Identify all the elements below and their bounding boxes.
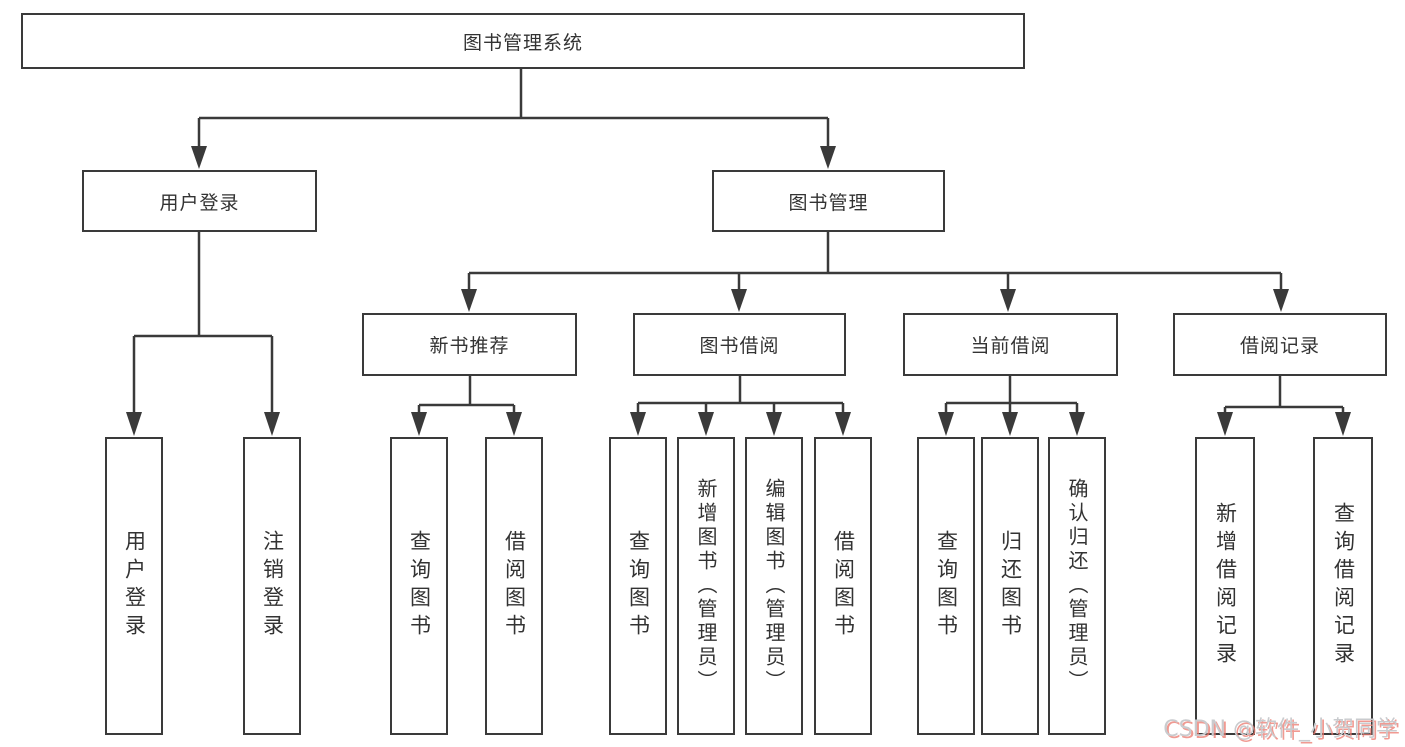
- node-label: 图书管理: [788, 191, 869, 214]
- node-label: 新增图书（管理员）: [694, 478, 718, 694]
- node-leaf-bb-add-books: 新增图书（管理员）: [677, 437, 735, 735]
- node-label: 用户登录: [159, 191, 240, 214]
- node-leaf-bb-edit-books: 编辑图书（管理员）: [745, 437, 803, 735]
- node-label: 借阅图书: [502, 530, 527, 642]
- node-label: 新增借阅记录: [1213, 502, 1238, 670]
- node-leaf-user-login: 用户登录: [105, 437, 163, 735]
- node-leaf-bb-query-books: 查询图书: [609, 437, 667, 735]
- csdn-watermark: CSDN @软件_小贺同学: [1163, 717, 1398, 742]
- node-label: 图书借阅: [699, 335, 780, 357]
- node-user-login: 用户登录: [82, 170, 317, 232]
- node-label: 借阅图书: [831, 530, 856, 642]
- node-leaf-cb-confirm-return: 确认归还（管理员）: [1048, 437, 1106, 735]
- node-leaf-br-add-record: 新增借阅记录: [1195, 437, 1255, 735]
- node-label: 用户登录: [122, 530, 147, 642]
- node-borrowing-records: 借阅记录: [1173, 313, 1387, 376]
- node-label: 查询图书: [626, 530, 651, 642]
- node-label: 确认归还（管理员）: [1065, 478, 1089, 694]
- node-label: 查询借阅记录: [1331, 502, 1356, 670]
- node-label: 新书推荐: [429, 335, 510, 357]
- node-label: 查询图书: [407, 530, 432, 642]
- node-label: 查询图书: [934, 530, 959, 642]
- node-leaf-rec-query-books: 查询图书: [390, 437, 448, 735]
- node-leaf-cb-return-books: 归还图书: [981, 437, 1039, 735]
- node-label: 注销登录: [260, 530, 285, 642]
- node-current-borrowing: 当前借阅: [903, 313, 1118, 376]
- node-leaf-cb-query-books: 查询图书: [917, 437, 975, 735]
- node-book-borrowing: 图书借阅: [633, 313, 846, 376]
- node-leaf-rec-borrow-books: 借阅图书: [485, 437, 543, 735]
- node-leaf-br-query-record: 查询借阅记录: [1313, 437, 1373, 735]
- node-label: 当前借阅: [970, 335, 1051, 357]
- node-new-book-recommend: 新书推荐: [362, 313, 577, 376]
- node-book-management: 图书管理: [712, 170, 945, 232]
- node-leaf-bb-borrow-books: 借阅图书: [814, 437, 872, 735]
- node-label: 归还图书: [998, 530, 1023, 642]
- node-label: 图书管理系统: [462, 31, 583, 54]
- node-label: 借阅记录: [1239, 335, 1320, 357]
- node-leaf-logout: 注销登录: [243, 437, 301, 735]
- node-book-management-system: 图书管理系统: [21, 13, 1025, 69]
- node-label: 编辑图书（管理员）: [762, 478, 786, 694]
